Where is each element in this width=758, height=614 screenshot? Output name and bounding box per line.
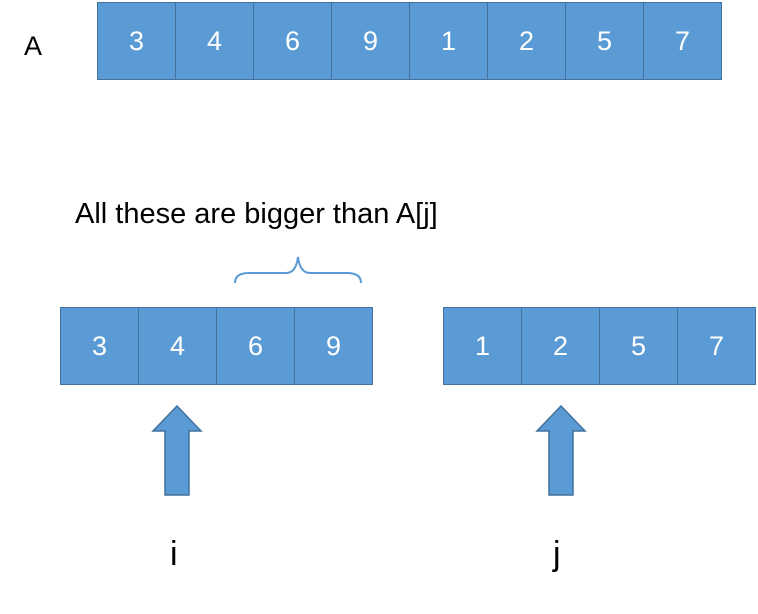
up-arrow-icon	[535, 404, 587, 496]
array-cell: 1	[409, 2, 488, 80]
pointer-j-label: j	[553, 535, 561, 573]
array-cell: 7	[643, 2, 722, 80]
full-array: 3 4 6 9 1 2 5 7	[97, 2, 722, 80]
array-label: A	[24, 31, 43, 61]
array-cell: 3	[60, 307, 139, 385]
array-cell: 4	[138, 307, 217, 385]
array-cell: 5	[565, 2, 644, 80]
caption: All these are bigger than A[j]	[75, 198, 438, 230]
array-cell: 1	[443, 307, 522, 385]
pointer-i-label: i	[170, 535, 178, 573]
array-cell: 7	[677, 307, 756, 385]
array-cell: 4	[175, 2, 254, 80]
array-cell: 2	[487, 2, 566, 80]
left-half-array: 3 4 6 9	[60, 307, 373, 385]
array-cell: 3	[97, 2, 176, 80]
up-arrow-icon	[151, 404, 203, 496]
array-cell: 6	[253, 2, 332, 80]
right-half-array: 1 2 5 7	[443, 307, 756, 385]
array-cell: 9	[294, 307, 373, 385]
array-cell: 2	[521, 307, 600, 385]
array-cell: 9	[331, 2, 410, 80]
array-cell: 5	[599, 307, 678, 385]
array-cell: 6	[216, 307, 295, 385]
curly-brace	[234, 256, 362, 284]
